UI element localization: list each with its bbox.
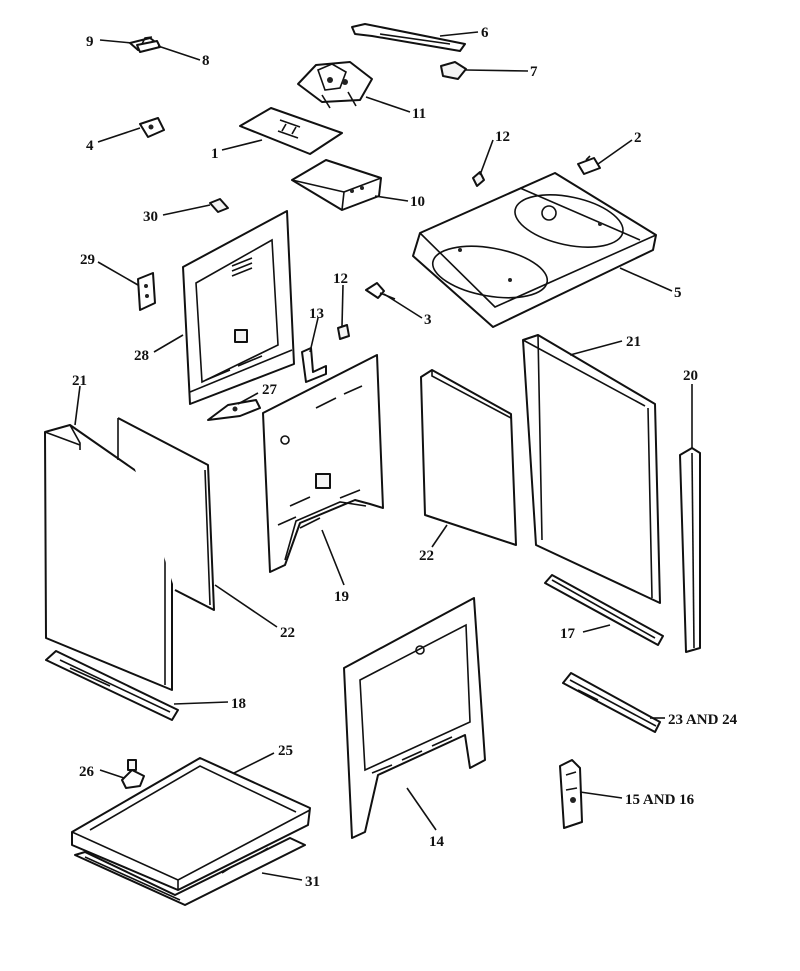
part-12-mid-drawing (337, 324, 350, 340)
label-part-3: 3 (424, 312, 432, 328)
label-part-31: 31 (305, 874, 320, 890)
label-part-17: 17 (560, 626, 576, 642)
label-part-13: 13 (309, 306, 324, 322)
part-5-drawing (412, 172, 657, 328)
label-part-8: 8 (202, 53, 210, 69)
part-18-drawing (45, 650, 179, 721)
part-25-drawing (71, 757, 311, 891)
label-part-2: 2 (634, 130, 642, 146)
label-part-26: 26 (79, 764, 95, 780)
leader-lines (74, 31, 693, 881)
part-22-left-drawing (117, 417, 215, 611)
part-14-drawing (343, 597, 486, 839)
part-15-16-drawing (559, 759, 583, 829)
label-part-23-24: 23 AND 24 (668, 712, 738, 728)
part-22-center-drawing (420, 369, 517, 546)
label-part-15-16: 15 AND 16 (625, 792, 695, 808)
label-part-19: 19 (334, 589, 349, 605)
part-4-drawing (139, 117, 165, 138)
label-part-7: 7 (530, 64, 538, 80)
label-part-4: 4 (86, 138, 94, 154)
part-7-drawing (440, 61, 467, 80)
part-31-drawing (74, 837, 306, 906)
label-part-18: 18 (231, 696, 246, 712)
label-part-11: 11 (412, 106, 426, 122)
label-part-21-left: 21 (72, 373, 87, 389)
part-3-drawing (365, 282, 396, 300)
label-part-5: 5 (674, 285, 682, 301)
label-part-29: 29 (80, 252, 95, 268)
part-10-drawing (291, 159, 382, 211)
label-part-12-mid: 12 (333, 271, 348, 287)
part-23-24-drawing (562, 672, 661, 733)
part-13-drawing (301, 347, 327, 383)
label-part-22-left: 22 (280, 625, 295, 641)
label-part-14: 14 (429, 834, 445, 850)
part-29-drawing (137, 272, 156, 311)
label-part-1: 1 (211, 146, 219, 162)
part-21-left-drawing (44, 424, 173, 691)
part-2-drawing (577, 155, 601, 175)
part-19-drawing (262, 354, 384, 573)
label-part-22-center: 22 (419, 548, 434, 564)
part-labels: 9 8 6 7 11 4 1 10 12 2 5 30 29 28 12 3 1… (72, 25, 738, 890)
part-1-drawing (239, 107, 343, 155)
part-20-drawing (679, 447, 701, 653)
part-17-drawing (544, 574, 664, 646)
part-27-drawing (207, 399, 261, 421)
part-26-drawing (121, 759, 145, 789)
label-part-10: 10 (410, 194, 425, 210)
label-part-27: 27 (262, 382, 278, 398)
label-part-25: 25 (278, 743, 293, 759)
part-11-drawing (297, 61, 373, 109)
label-part-12-top: 12 (495, 129, 510, 145)
label-part-20: 20 (683, 368, 698, 384)
part-21-right-drawing (522, 334, 661, 604)
label-part-21-right: 21 (626, 334, 641, 350)
label-part-28: 28 (134, 348, 149, 364)
part-28-drawing (182, 210, 295, 405)
part-12-top-drawing (472, 171, 485, 187)
label-part-9: 9 (86, 34, 94, 50)
part-30-drawing (209, 198, 229, 213)
label-part-30: 30 (143, 209, 158, 225)
part-6-drawing (351, 23, 466, 52)
label-part-6: 6 (481, 25, 489, 41)
